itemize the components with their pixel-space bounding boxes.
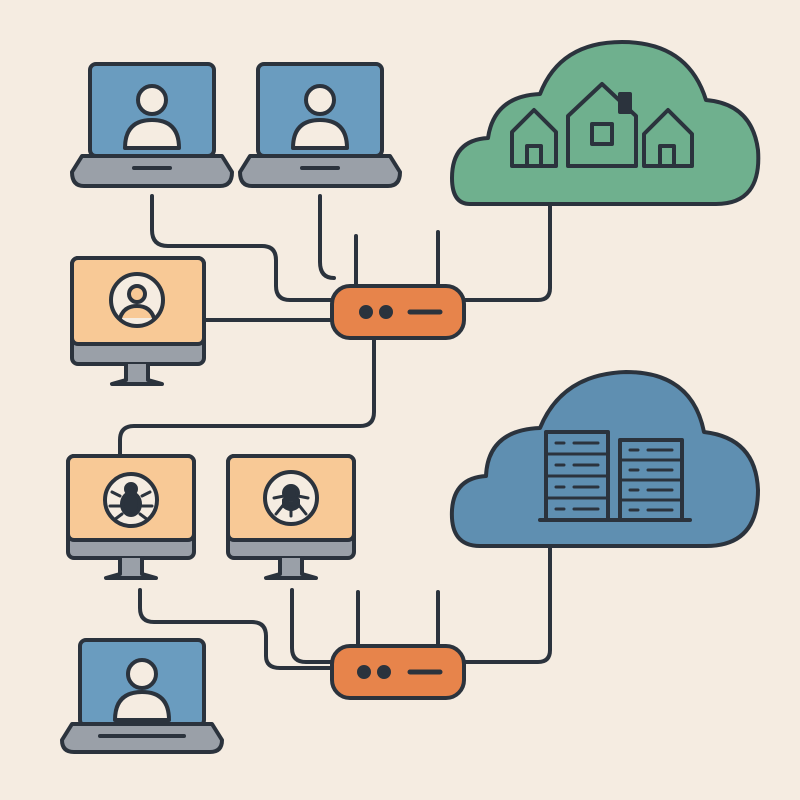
user-circle-icon	[109, 272, 165, 328]
connection-lines	[118, 194, 552, 670]
link-monitor-malware-1-router-bottom	[138, 588, 338, 670]
monitor-stand	[264, 556, 318, 580]
router-body	[330, 284, 466, 340]
link-router-top-monitor-malware-1	[118, 336, 376, 458]
link-laptop-user-2-router-top	[318, 194, 336, 280]
router-body	[330, 644, 466, 700]
laptop-keyboard-base	[238, 154, 402, 188]
monitor-malware-2[interactable]	[226, 454, 356, 580]
houses-icon	[510, 82, 694, 168]
router-led	[359, 305, 373, 319]
laptop-user-3[interactable]	[60, 638, 224, 754]
router-top[interactable]	[330, 230, 466, 340]
link-router-top-cloud-home	[462, 198, 552, 302]
router-led	[379, 305, 393, 319]
router-led	[377, 665, 391, 679]
laptop-user-1[interactable]	[70, 62, 234, 188]
laptop-user-2[interactable]	[238, 62, 402, 188]
monitor-stand	[104, 556, 158, 580]
virus-icon	[263, 470, 319, 526]
user-icon	[123, 84, 181, 150]
laptop-keyboard-base	[70, 154, 234, 188]
link-monitor-malware-2-router-bottom	[290, 588, 336, 664]
monitor-stand	[110, 362, 164, 386]
link-router-bottom-cloud-server	[462, 544, 552, 664]
user-icon	[113, 658, 171, 722]
router-bottom[interactable]	[330, 590, 466, 700]
monitor-user[interactable]	[70, 256, 206, 386]
monitor-malware-1[interactable]	[66, 454, 196, 580]
router-led	[357, 665, 371, 679]
server-rack-icon	[538, 430, 692, 522]
link-laptop-user-1-router-top	[150, 194, 338, 302]
cloud-server[interactable]	[449, 370, 760, 548]
user-icon	[291, 84, 349, 150]
cloud-home[interactable]	[450, 40, 761, 206]
bug-icon	[103, 472, 159, 528]
